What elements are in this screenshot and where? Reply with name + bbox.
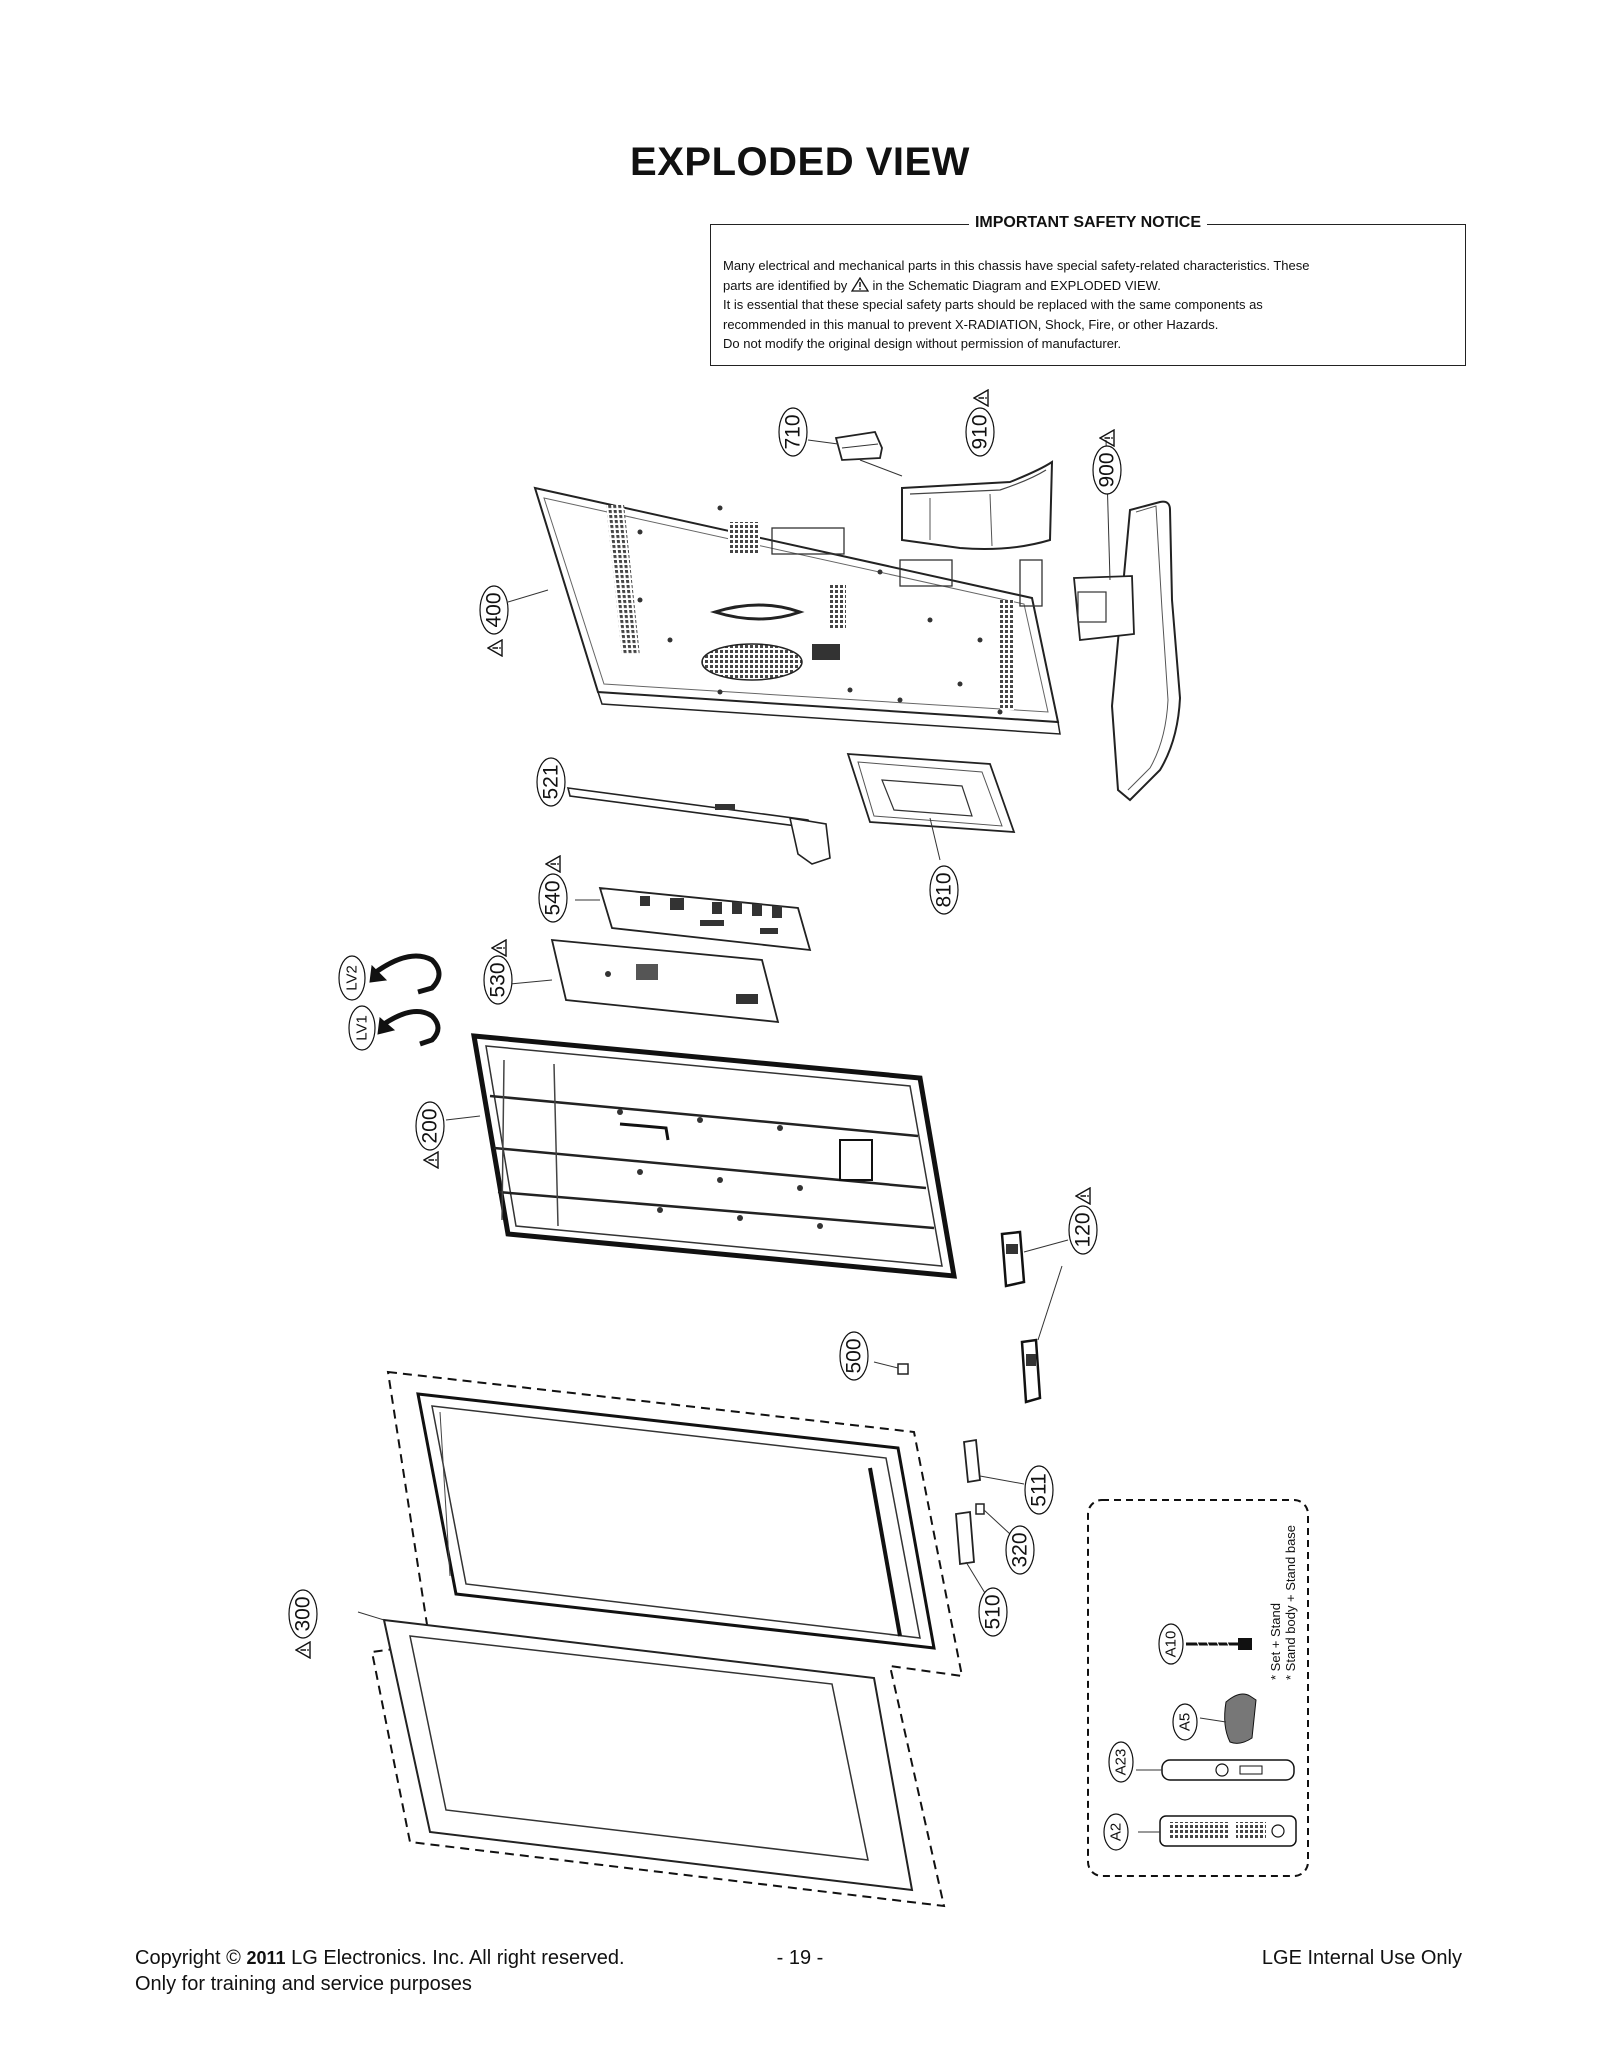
svg-text:511: 511 bbox=[1028, 1473, 1051, 1506]
warning-triangle-icon bbox=[973, 389, 989, 407]
safety-notice-box: IMPORTANT SAFETY NOTICE Many electrical … bbox=[710, 214, 1466, 366]
front-assembly-300 bbox=[357, 1370, 964, 1908]
notice-line-1: Many electrical and mechanical parts in … bbox=[723, 258, 1310, 273]
warning-triangle-icon bbox=[850, 276, 869, 292]
warning-triangle-icon bbox=[545, 855, 561, 873]
svg-text:510: 510 bbox=[982, 1594, 1005, 1629]
svg-text:LV2: LV2 bbox=[344, 965, 361, 991]
accessory-notes: * Set + Stand * Stand body + Stand base bbox=[1268, 1525, 1298, 1680]
svg-text:* Stand body + Stand base: * Stand body + Stand base bbox=[1283, 1525, 1298, 1680]
vent-center bbox=[828, 584, 846, 629]
screw-a10 bbox=[1186, 1638, 1252, 1650]
callout-lv1: LV1 bbox=[348, 1005, 376, 1051]
callout-a5: A5 bbox=[1172, 1703, 1198, 1741]
warning-triangle-icon bbox=[487, 639, 503, 657]
part-511 bbox=[963, 1438, 1025, 1485]
notice-line-3: It is essential that these special safet… bbox=[723, 297, 1263, 313]
stand-base-900 bbox=[1073, 439, 1182, 802]
callout-a2: A2 bbox=[1103, 1813, 1129, 1851]
safety-notice-heading: IMPORTANT SAFETY NOTICE bbox=[968, 214, 1208, 231]
callout-400: 400 bbox=[479, 585, 509, 635]
svg-text:300: 300 bbox=[292, 1596, 315, 1631]
svg-text:A23: A23 bbox=[1113, 1749, 1130, 1776]
svg-text:900: 900 bbox=[1096, 452, 1119, 487]
warning-triangle-icon bbox=[1099, 429, 1115, 447]
speaker-grille bbox=[701, 643, 803, 681]
stand-neck-910 bbox=[901, 460, 1054, 550]
svg-text:320: 320 bbox=[1009, 1532, 1032, 1567]
callout-lv2: LV2 bbox=[338, 955, 366, 1001]
power-board-530 bbox=[509, 938, 780, 1024]
notice-line-2: parts are identified by in the Schematic… bbox=[723, 276, 1161, 293]
callout-511: 511 bbox=[1024, 1465, 1054, 1515]
callout-710: 710 bbox=[778, 407, 808, 457]
remote-a23 bbox=[1136, 1759, 1295, 1781]
footer-copyright: Copyright © 2011 LG Electronics. Inc. Al… bbox=[135, 1947, 625, 1995]
module-200 bbox=[470, 1033, 958, 1279]
svg-text:910: 910 bbox=[969, 414, 992, 449]
svg-text:521: 521 bbox=[540, 764, 563, 799]
page-title: EXPLODED VIEW bbox=[630, 140, 970, 184]
safety-notice-body: Many electrical and mechanical parts in … bbox=[723, 256, 1453, 354]
svg-text:530: 530 bbox=[487, 962, 510, 997]
callout-810: 810 bbox=[929, 865, 959, 915]
cable-lv1 bbox=[377, 1009, 441, 1047]
svg-text:400: 400 bbox=[483, 592, 506, 627]
svg-text:* Set + Stand: * Set + Stand bbox=[1268, 1603, 1283, 1680]
notice-line-5: Do not modify the original design withou… bbox=[723, 336, 1122, 352]
board-521 bbox=[566, 787, 831, 865]
callout-a10: A10 bbox=[1158, 1623, 1184, 1665]
svg-text:A10: A10 bbox=[1163, 1631, 1180, 1658]
warning-triangle-icon bbox=[295, 1641, 311, 1659]
warning-triangle-icon bbox=[423, 1151, 439, 1169]
callout-200: 200 bbox=[415, 1101, 445, 1151]
svg-text:500: 500 bbox=[843, 1338, 866, 1373]
callout-900: 900 bbox=[1092, 445, 1122, 495]
callout-500: 500 bbox=[839, 1331, 869, 1381]
main-board-540 bbox=[575, 886, 812, 952]
svg-text:710: 710 bbox=[782, 414, 805, 449]
svg-text:810: 810 bbox=[933, 872, 956, 907]
svg-text:120: 120 bbox=[1072, 1212, 1095, 1247]
callout-540: 540 bbox=[538, 873, 568, 923]
vent-left bbox=[606, 505, 640, 655]
accessory-box bbox=[1087, 1499, 1309, 1877]
speakers-120 bbox=[1000, 1230, 1069, 1404]
svg-text:A5: A5 bbox=[1177, 1713, 1194, 1731]
notice-line-4: recommended in this manual to prevent X-… bbox=[723, 316, 1219, 332]
page-number: - 19 - bbox=[776, 1947, 824, 1969]
svg-text:LV1: LV1 bbox=[354, 1015, 371, 1041]
part-500 bbox=[873, 1361, 909, 1375]
svg-text:A2: A2 bbox=[1108, 1823, 1125, 1841]
callout-320: 320 bbox=[1005, 1525, 1035, 1575]
callout-530: 530 bbox=[483, 955, 513, 1005]
footer-training-note: Only for training and service purposes bbox=[135, 1973, 472, 1995]
footer-internal: LGE Internal Use Only bbox=[1261, 1947, 1462, 1969]
part-320 bbox=[975, 1503, 1011, 1535]
paper-a5 bbox=[1199, 1693, 1257, 1744]
warning-triangle-icon bbox=[1075, 1187, 1091, 1205]
callout-521: 521 bbox=[536, 757, 566, 807]
bracket-710 bbox=[834, 431, 903, 477]
back-cover-400 bbox=[533, 486, 1061, 735]
callout-510: 510 bbox=[978, 1587, 1008, 1637]
callout-300: 300 bbox=[288, 1589, 318, 1639]
vent-right bbox=[1000, 600, 1014, 710]
callout-a23: A23 bbox=[1108, 1741, 1134, 1783]
callout-120: 120 bbox=[1068, 1205, 1098, 1255]
vent-top bbox=[728, 522, 760, 554]
callout-910: 910 bbox=[965, 407, 995, 457]
svg-text:540: 540 bbox=[542, 880, 565, 915]
shield-810 bbox=[846, 753, 1016, 861]
remote-a2 bbox=[1138, 1815, 1297, 1847]
part-510 bbox=[955, 1510, 989, 1599]
svg-text:200: 200 bbox=[419, 1108, 442, 1143]
warning-triangle-icon bbox=[491, 939, 507, 957]
cable-lv2 bbox=[369, 953, 442, 995]
